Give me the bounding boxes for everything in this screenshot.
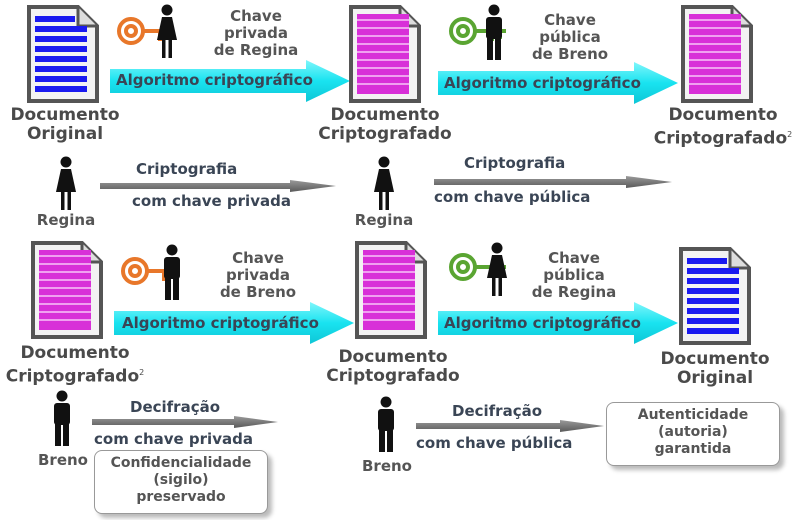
with-public-key-label-1: com chave pública xyxy=(434,188,591,206)
breno-label-1: Breno xyxy=(38,451,88,469)
regina-icon xyxy=(56,156,76,210)
algorithm-arrow-3 xyxy=(114,302,354,344)
breno-icon xyxy=(378,396,394,452)
algorithm-arrow-1 xyxy=(110,60,350,102)
document-original-icon xyxy=(27,5,99,103)
with-public-key-label-2: com chave pública xyxy=(416,434,573,452)
with-private-key-label-1: com chave privada xyxy=(132,192,291,210)
decrypt-label-2: Decifração xyxy=(452,402,543,420)
algorithm-arrow-4 xyxy=(438,302,678,344)
breno-label-2: Breno xyxy=(362,457,412,475)
regina-icon xyxy=(157,4,177,58)
algorithm-label-4: Algoritmo criptográfico xyxy=(444,314,641,332)
regina-icon xyxy=(487,242,507,296)
authenticity-box: Autenticidade(autoria)garantida xyxy=(606,402,780,466)
document-original-icon xyxy=(679,247,751,345)
regina-label-2: Regina xyxy=(354,211,414,229)
confidentiality-box: Confidencialidade(sigilo)preservado xyxy=(94,450,268,514)
breno-icon xyxy=(54,390,70,446)
decrypt-arrow-private xyxy=(92,416,278,428)
regina-label-1: Regina xyxy=(36,211,96,229)
decrypt-label-1: Decifração xyxy=(130,398,221,416)
document-encrypted-icon xyxy=(349,5,421,103)
regina-icon xyxy=(374,156,394,210)
encrypt-label-1: Criptografia xyxy=(136,160,238,178)
breno-icon xyxy=(164,244,180,300)
algorithm-arrow-2 xyxy=(438,62,678,104)
algorithm-label-2: Algoritmo criptográfico xyxy=(444,74,641,92)
algorithm-label-1: Algoritmo criptográfico xyxy=(116,71,313,89)
algorithm-label-3: Algoritmo criptográfico xyxy=(122,314,319,332)
breno-icon xyxy=(486,4,502,60)
document-encrypted-icon xyxy=(355,241,427,339)
encrypt-label-2: Criptografia xyxy=(464,154,566,172)
with-private-key-label-2: com chave privada xyxy=(94,430,253,448)
decrypt-arrow-public xyxy=(416,420,604,432)
document-double-encrypted-icon xyxy=(681,5,753,103)
encrypt-arrow-public xyxy=(434,176,672,188)
encrypt-arrow-private xyxy=(100,180,336,192)
document-double-encrypted-icon xyxy=(31,241,103,339)
